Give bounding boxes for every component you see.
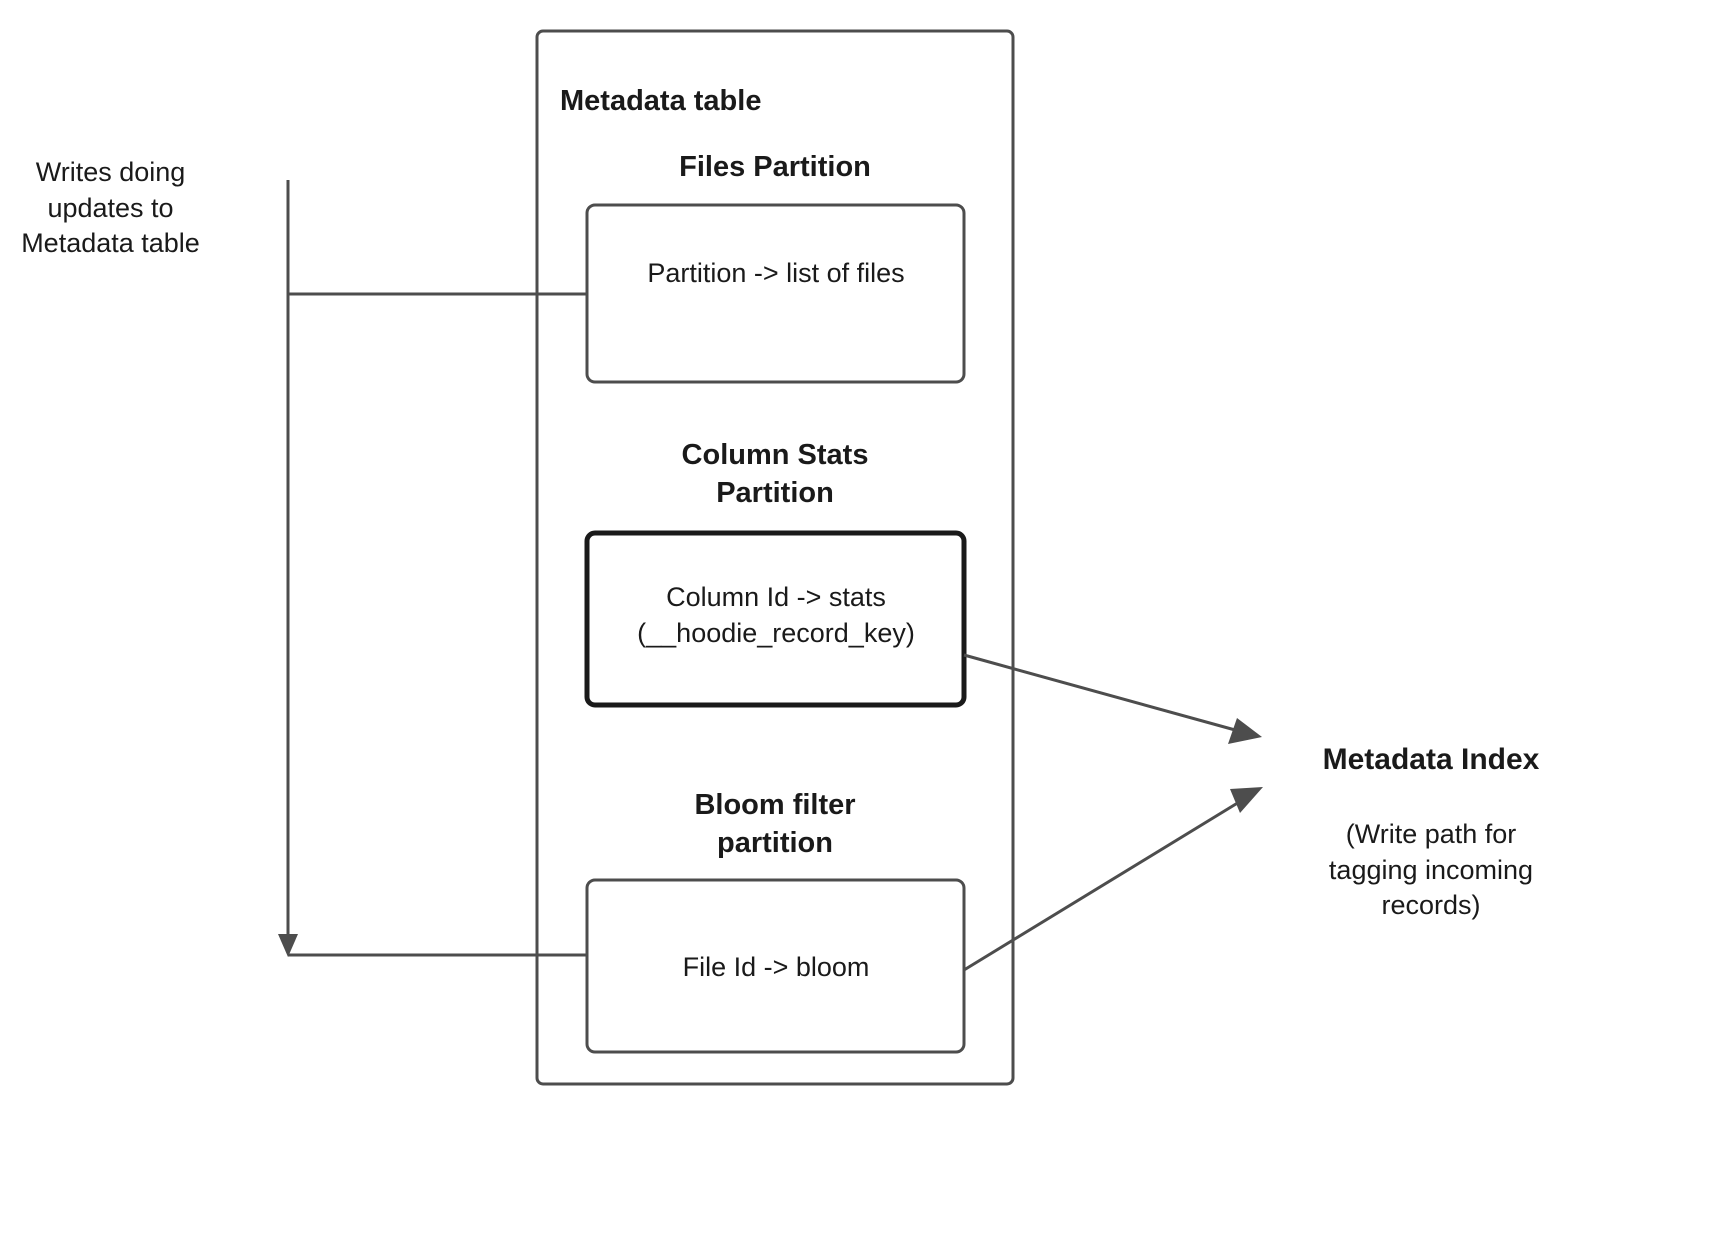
column-stats-partition-heading: Column Stats Partition [681,439,869,510]
files-partition-box-text: Partition -> list of files [647,258,905,288]
files-partition-box [585,203,966,384]
bloom-to-index-arrowhead [1230,787,1263,813]
column-stats-to-index-arrowhead [1228,718,1262,744]
column-stats-to-index-line [963,653,1247,735]
bloom-to-index-line [963,794,1250,972]
writes-note-label: Writes doing updates to Metadata table [21,157,200,259]
writes-trunk-arrowhead [278,934,298,957]
column-stats-partition-box [584,530,967,708]
files-partition-heading: Files Partition [679,151,871,183]
column-stats-partition-box-text: Column Id -> stats (__hoodie_record_key) [637,582,915,648]
bloom-filter-partition-box-text: File Id -> bloom [682,952,870,982]
metadata-index-note: (Write path for tagging incoming records… [1328,819,1534,921]
bloom-filter-partition-heading: Bloom filter partition [694,789,856,860]
metadata-table-title: Metadata table [560,85,762,117]
metadata-index-title: Metadata Index [1322,743,1540,776]
bloom-filter-partition-box [585,878,966,1054]
